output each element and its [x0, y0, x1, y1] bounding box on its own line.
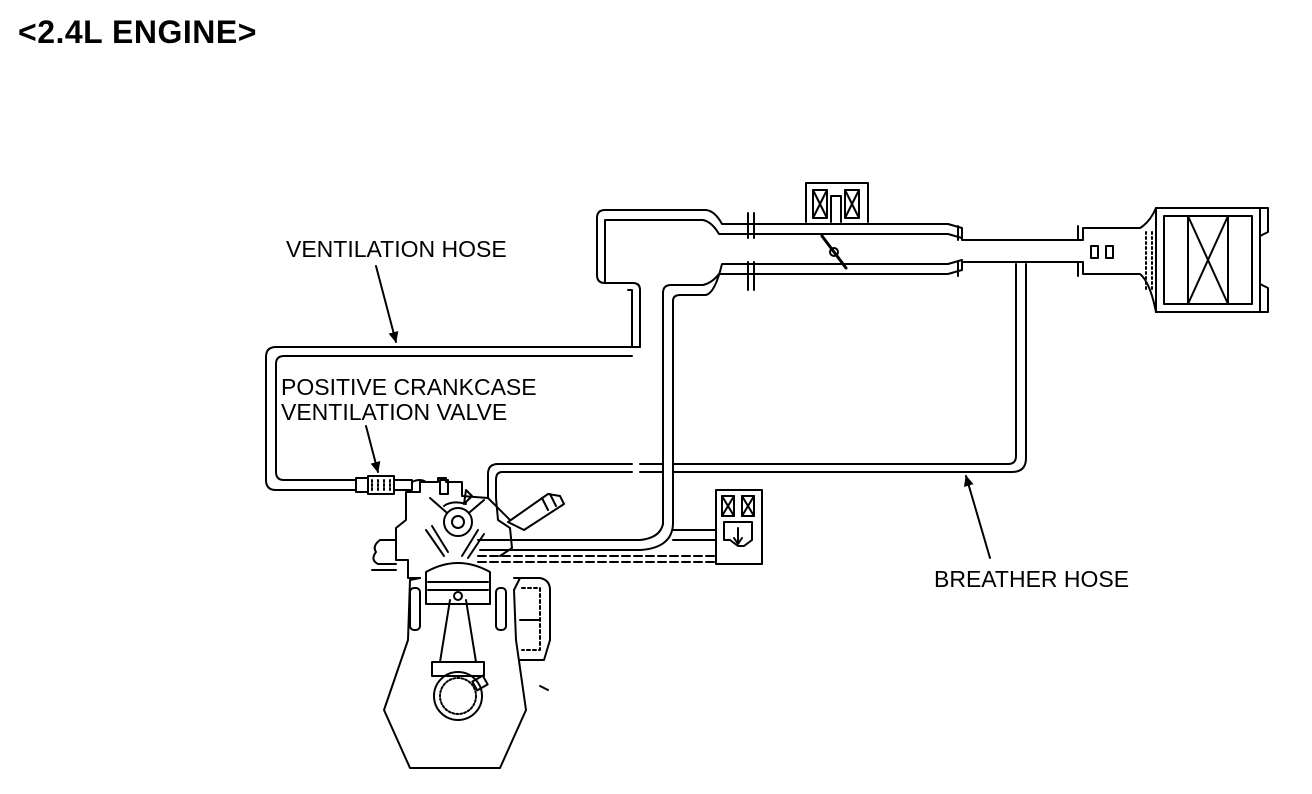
intake-air-duct — [597, 183, 1268, 524]
pcv-valve-label-line2: VENTILATION VALVE — [281, 399, 508, 425]
breather-hose-label: BREATHER HOSE — [934, 566, 1130, 592]
pcv-valve-label-line1: POSITIVE CRANKCASE — [281, 374, 537, 400]
breather-hose — [488, 264, 1026, 498]
cylinder-head — [372, 478, 716, 578]
ventilation-hose — [266, 347, 640, 494]
ventilation-hose-label: VENTILATION HOSE — [286, 236, 507, 262]
engine-block — [384, 563, 550, 768]
ventilation-hose-arrow — [376, 266, 399, 342]
page-title: <2.4L ENGINE> — [18, 14, 257, 50]
pcv-valve-arrow — [366, 426, 381, 472]
control-valve-unit — [673, 490, 762, 564]
breather-hose-arrow — [964, 476, 990, 558]
